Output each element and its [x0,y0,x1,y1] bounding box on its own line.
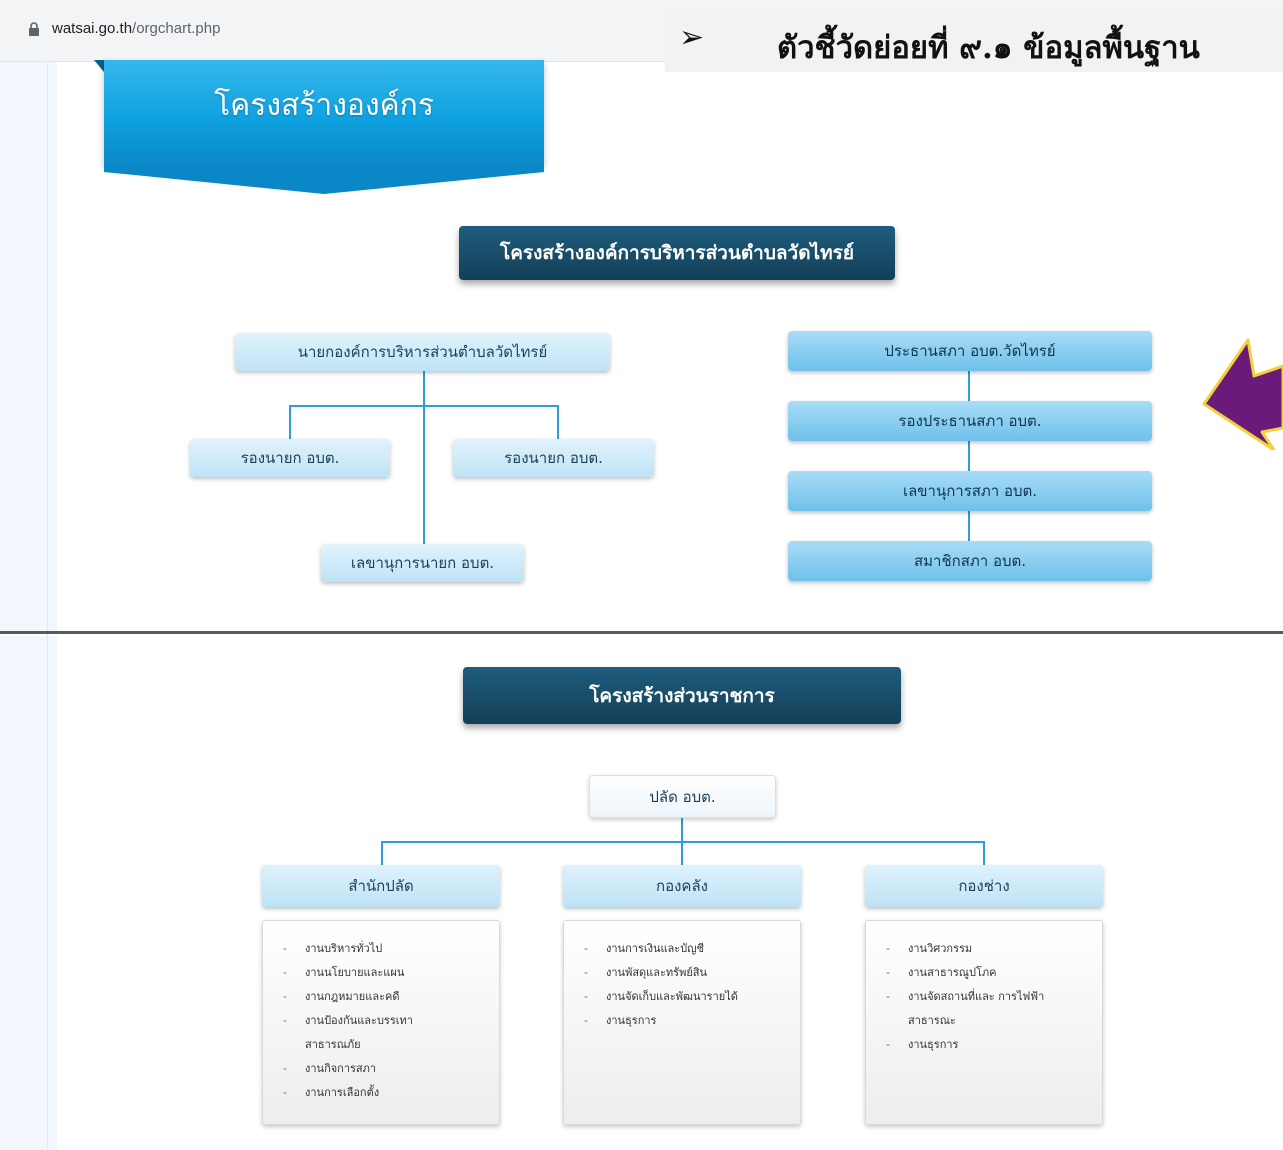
screenshot-divider [0,631,1283,634]
slide-caption: ➢ ตัวชี้วัดย่อยที่ ๙.๑ ข้อมูลพื้นฐาน [665,10,1283,72]
dept-header-finance: กองคลัง [563,865,801,907]
lock-icon [29,22,39,36]
pointer-arrow-icon [1202,338,1283,450]
list-item: งานธุรการ [886,1033,1088,1057]
header-ribbon [104,60,544,166]
connector-line [983,841,985,867]
deputy-mayor-box-right: รองนายก อบต. [453,439,654,477]
url-path: /orgchart.php [132,20,221,37]
list-item: งานนโยบายและแผน [283,961,485,985]
list-item: งานวิศวกรรม [886,937,1088,961]
council-secretary-box: เลขานุการสภา อบต. [788,471,1152,511]
list-item: งานธุรการ [584,1009,786,1033]
connector-line [681,841,683,867]
connector-line [289,405,291,439]
list-item: งานการเลือกตั้ง [283,1081,485,1105]
council-member-box: สมาชิกสภา อบต. [788,541,1152,581]
list-item: งานจัดสถานที่และ การไฟฟ้า [886,985,1088,1009]
connector-line [289,405,559,407]
list-item: งานจัดเก็บและพัฒนารายได้ [584,985,786,1009]
ribbon-tail [104,164,544,194]
caption-bullet: ➢ [679,20,705,55]
deputy-mayor-box-left: รองนายก อบต. [190,439,390,477]
list-item: งานกิจการสภา [283,1057,485,1081]
dept-duties-finance: งานการเงินและบัญชี งานพัสดุและทรัพย์สิน … [563,920,801,1125]
permanent-secretary-box: ปลัด อบต. [589,775,776,818]
mayor-box: นายกองค์การบริหารส่วนตำบลวัดไทรย์ [235,333,610,371]
list-item: สาธารณภัย [305,1038,361,1051]
list-item: งานการเงินและบัญชี [584,937,786,961]
list-item: งานพัสดุและทรัพย์สิน [584,961,786,985]
connector-line [681,816,683,843]
connector-line [557,405,559,439]
caption-text: ตัวชี้วัดย่อยที่ ๙.๑ ข้อมูลพื้นฐาน [777,30,1200,66]
list-item: สาธารณะ [908,1014,956,1027]
mayor-secretary-box: เลขานุการนายก อบต. [321,544,524,582]
dept-duties-engineering: งานวิศวกรรม งานสาธารณูปโภค งานจัดสถานที่… [865,920,1103,1125]
page-title: โครงสร้างองค์กร [214,88,434,123]
section-title-departments: โครงสร้างส่วนราชการ [463,667,901,724]
connector-line [968,368,970,548]
connector-line [381,841,383,867]
dept-header-engineering: กองช่าง [865,865,1103,907]
connector-line [423,370,425,546]
connector-line [381,841,985,843]
page-left-margin [0,62,57,632]
url-text[interactable]: watsai.go.th/orgchart.php [52,20,220,37]
council-president-box: ประธานสภา อบต.วัดไทรย์ [788,331,1152,371]
list-item: งานสาธารณูปโภค [886,961,1088,985]
dept-header-office: สำนักปลัด [262,865,500,907]
list-item: งานป้องกันและบรรเทา [283,1009,485,1033]
left-border-line [47,62,48,1150]
list-item: งานบริหารทั่วไป [283,937,485,961]
ribbon-fold [94,60,104,72]
section-title-administration: โครงสร้างองค์การบริหารส่วนตำบลวัดไทรย์ [459,226,895,280]
dept-duties-office: งานบริหารทั่วไป งานนโยบายและแผน งานกฎหมา… [262,920,500,1125]
page-left-margin-lower [0,636,57,1150]
council-vice-president-box: รองประธานสภา อบต. [788,401,1152,441]
list-item: งานกฎหมายและคดี [283,985,485,1009]
url-host: watsai.go.th [52,20,133,37]
